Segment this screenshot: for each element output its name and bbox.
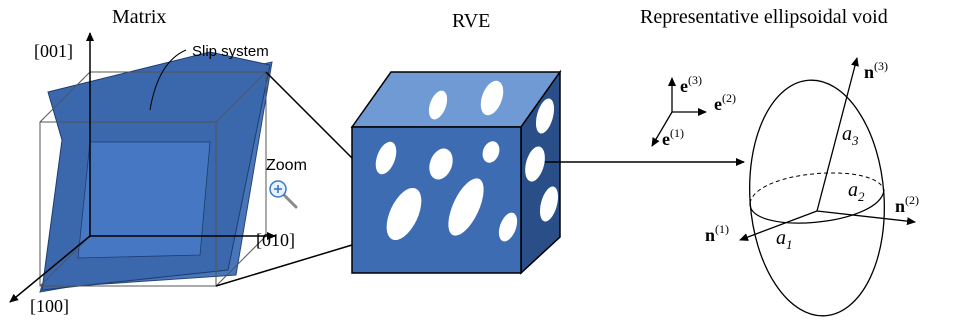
representative-ellipsoid: n(3) n(2) n(1) a3 a2 a1 (705, 57, 919, 317)
void (498, 212, 518, 242)
axis-100-arrow (9, 235, 91, 303)
global-basis: e(3) e(2) e(1) (651, 73, 736, 149)
void (429, 148, 453, 180)
void (428, 90, 448, 120)
a3-label: a3 (842, 123, 859, 148)
ellipsoid-outline (749, 79, 885, 317)
n1-axis (739, 210, 818, 241)
rve-title: RVE (452, 10, 490, 32)
n2-axis (816, 210, 916, 226)
void (525, 146, 545, 182)
n3-axis (816, 57, 859, 212)
void (480, 80, 504, 116)
axis-100-label: [100] (30, 296, 69, 316)
magnifier-plus-icon (269, 180, 298, 209)
rve-cube (350, 69, 562, 275)
void-title: Representative ellipsoidal void (640, 6, 888, 28)
void (535, 98, 555, 134)
void (386, 187, 422, 241)
a1-label: a1 (776, 227, 793, 252)
zoom-label: Zoom (266, 157, 307, 174)
matrix-crystal: [001] [010] [100] Slip system (9, 32, 295, 316)
ellipsoid-equator-front (749, 189, 885, 224)
n2-label: n(2) (895, 193, 919, 216)
matrix-title: Matrix (112, 6, 166, 28)
e3-label: e(3) (680, 73, 702, 96)
zoom-line-bottom (215, 244, 353, 287)
void (482, 141, 500, 163)
zoom-line-top (265, 71, 353, 159)
rve-voids (375, 80, 559, 242)
n1-label: n(1) (705, 222, 729, 245)
void (375, 141, 397, 175)
axis-010-label: [010] (256, 230, 295, 250)
slip-system-label: Slip system (192, 43, 269, 60)
e1-label: e(1) (662, 126, 684, 149)
e2-label: e(2) (714, 91, 736, 114)
void (448, 178, 484, 236)
slip-system-leader (149, 49, 187, 111)
a2-label: a2 (848, 179, 865, 204)
e1-arrow (651, 111, 673, 147)
axis-001-label: [001] (34, 41, 73, 61)
n3-label: n(3) (864, 59, 888, 82)
void (539, 186, 559, 222)
slip-plane-face (77, 141, 211, 259)
